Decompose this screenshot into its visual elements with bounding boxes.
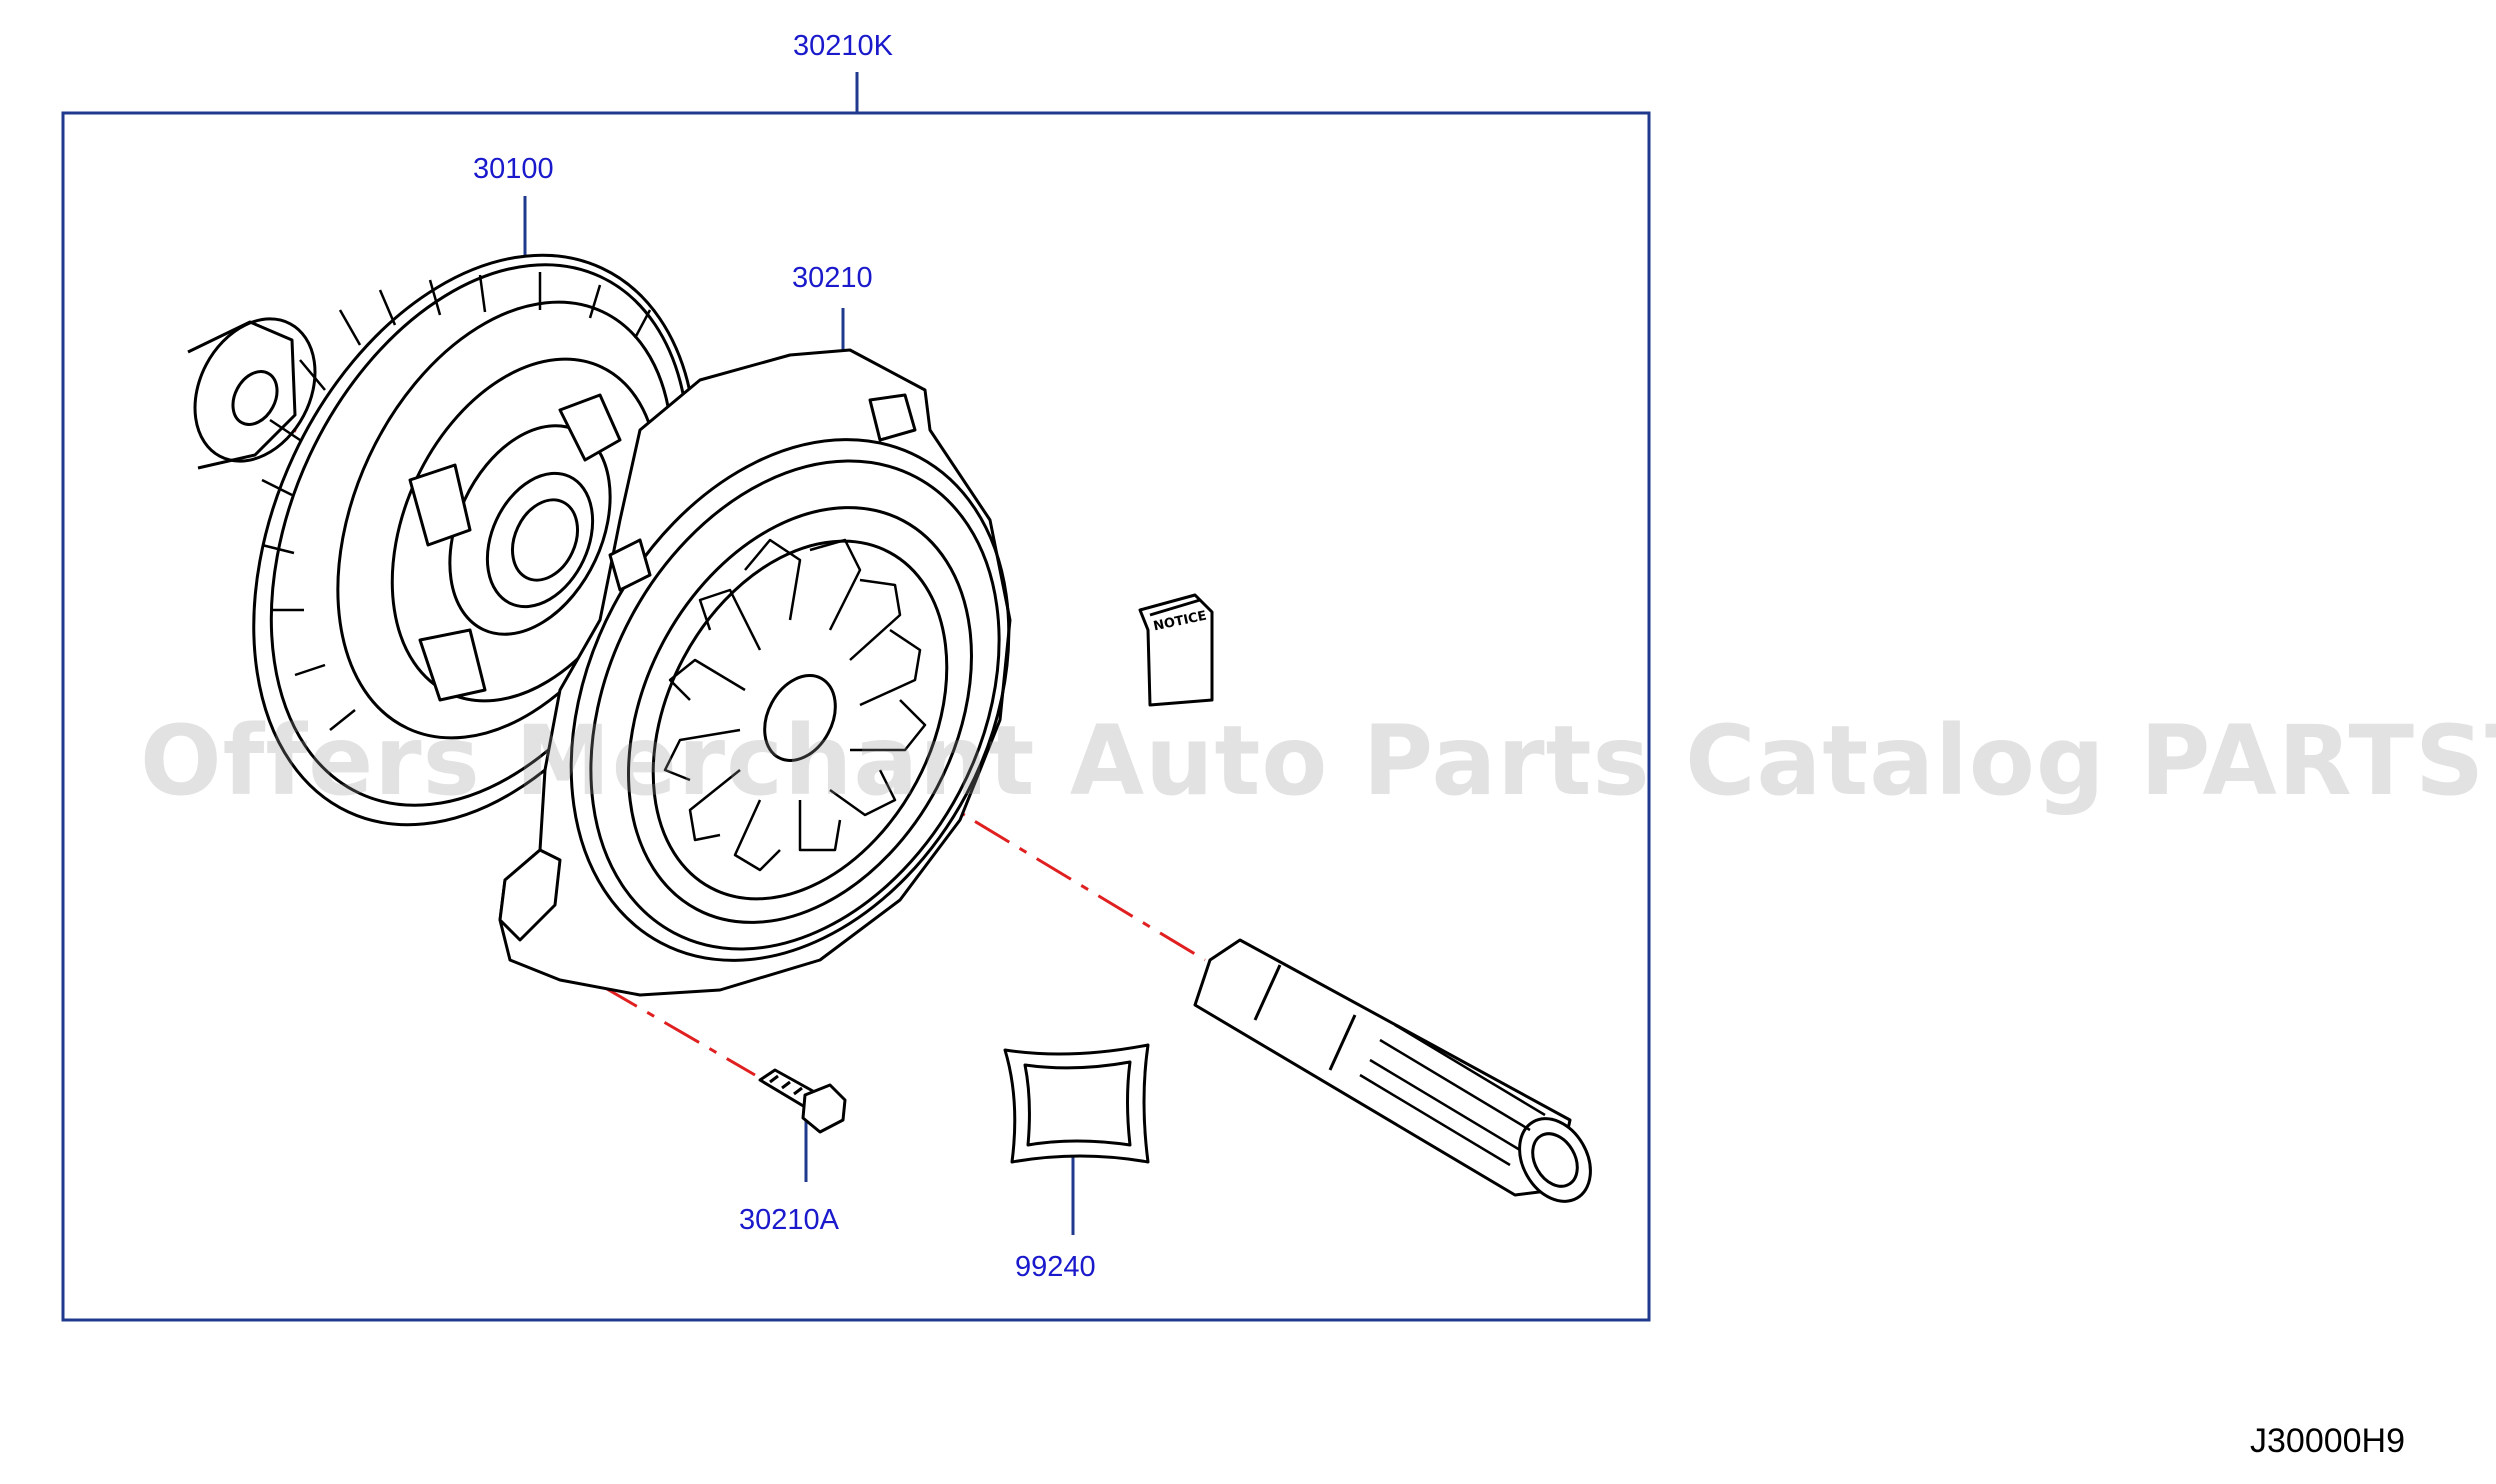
alignment-tool — [1193, 938, 1592, 1203]
callout-30210[interactable]: 30210 — [792, 262, 873, 294]
watermark: Offers Merchant Auto Parts Catalog PARTS… — [140, 705, 2496, 817]
clutch-cover — [498, 348, 1012, 997]
callout-30210A[interactable]: 30210A — [739, 1204, 839, 1236]
callout-30210K[interactable]: 30210K — [793, 30, 893, 62]
notice-booklet — [1138, 593, 1214, 707]
callout-99240[interactable]: 99240 — [1015, 1251, 1096, 1283]
pilot-bearing — [187, 317, 317, 470]
grease-packet — [1003, 1043, 1150, 1164]
diagram-id: J30000H9 — [2250, 1422, 2406, 1460]
bolt — [758, 1068, 847, 1134]
callout-30100[interactable]: 30100 — [473, 153, 554, 185]
